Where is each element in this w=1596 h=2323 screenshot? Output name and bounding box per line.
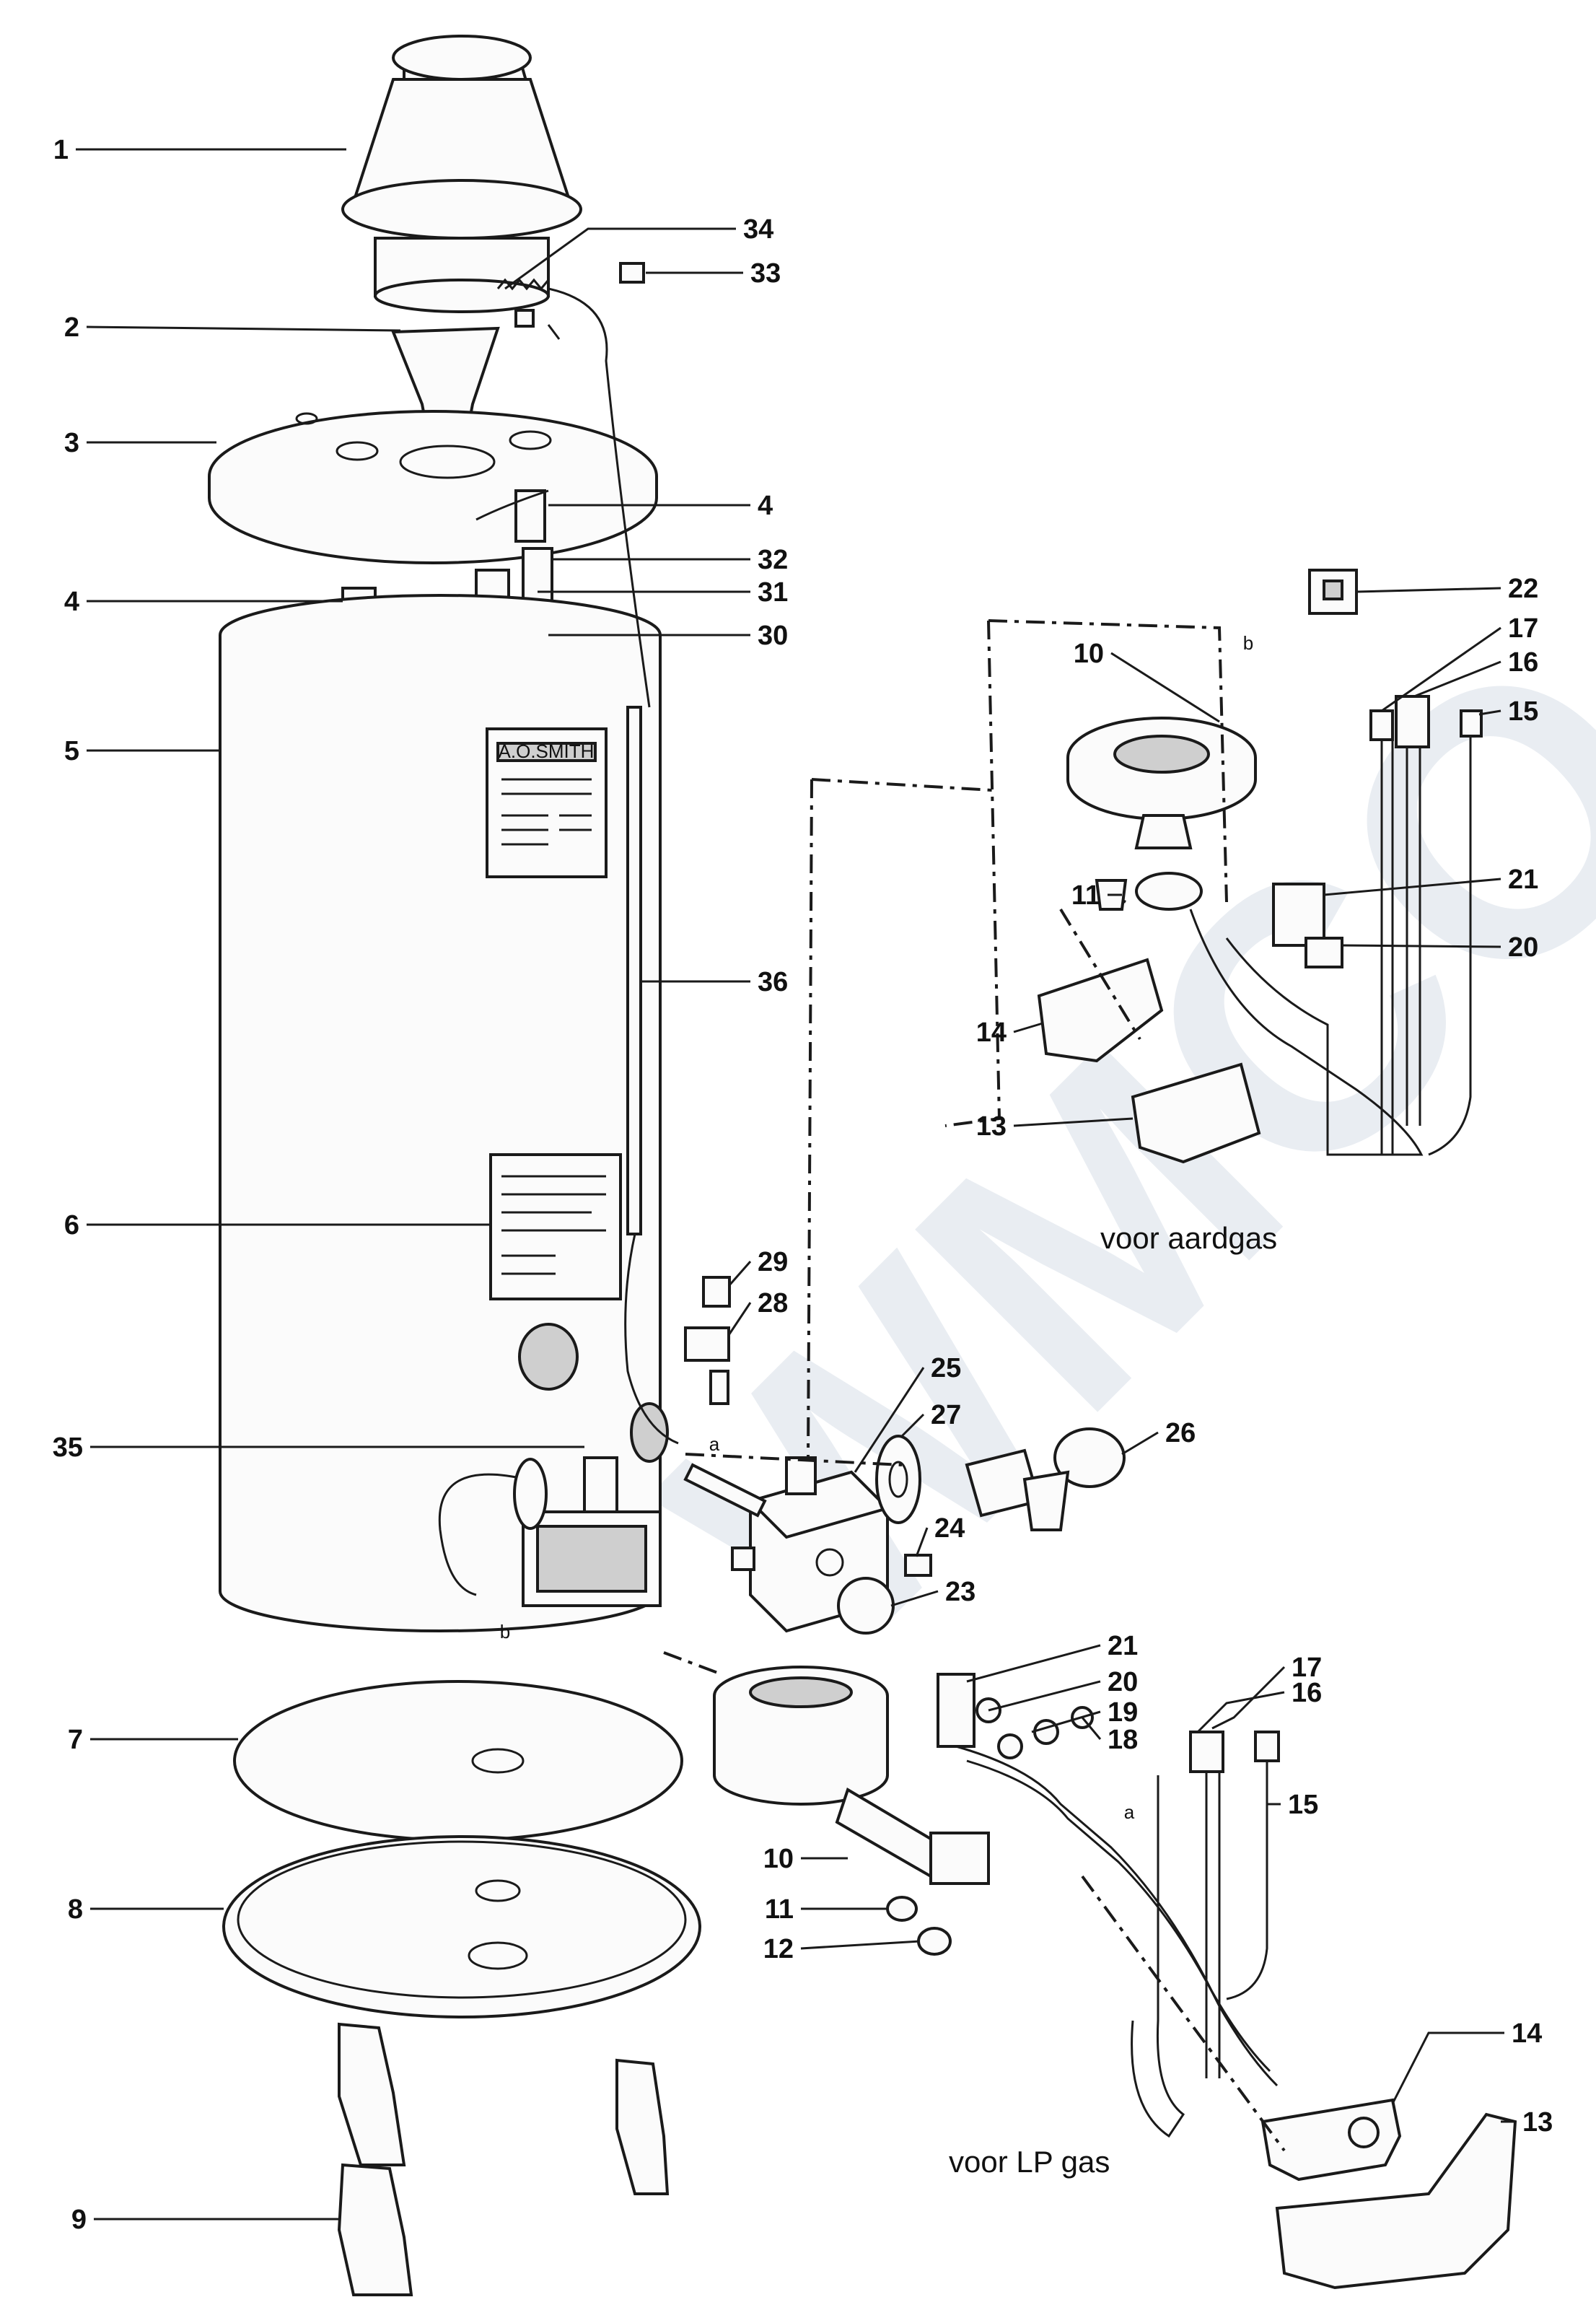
- callout-3: 3: [64, 428, 79, 458]
- connection-markers: a a b b: [500, 632, 1253, 1823]
- callout-15: 15: [1508, 696, 1538, 727]
- callout-4-lower: 4: [64, 587, 79, 617]
- part-bottom-shield: [233, 1680, 683, 1842]
- marker-a-valve: a: [709, 1433, 720, 1455]
- callout-6: 6: [64, 1210, 79, 1241]
- part-draft-hood: [341, 35, 582, 313]
- callout-16-lp: 16: [1292, 1678, 1322, 1708]
- callout-15-lp: 15: [1288, 1790, 1318, 1820]
- part-ng-clip: [1308, 569, 1358, 615]
- part-dip-tube: [626, 706, 642, 1235]
- callout-10: 10: [1074, 639, 1104, 669]
- callout-25: 25: [931, 1353, 961, 1383]
- part-gasket-ring: [875, 1435, 921, 1524]
- part-drain-valve: [965, 1427, 1126, 1531]
- assembly-lines: [663, 619, 1286, 2152]
- callout-29: 29: [758, 1247, 788, 1277]
- part-lp-bracket: [937, 1673, 975, 1748]
- part-pilot-fitting: [904, 1554, 932, 1577]
- part-spring-clip: [496, 262, 645, 340]
- part-ng-bracket: [1272, 883, 1325, 947]
- part-legs: [337, 2022, 670, 2296]
- callout-11-lp: 11: [765, 1894, 794, 1925]
- callout-10-lp: 10: [763, 1844, 794, 1874]
- callout-31: 31: [758, 577, 788, 608]
- callout-24: 24: [934, 1513, 965, 1544]
- part-ng-burner: [1066, 717, 1257, 911]
- callout-34: 34: [743, 214, 773, 245]
- callout-27: 27: [931, 1400, 961, 1430]
- part-instruction-label: [489, 1153, 622, 1300]
- marker-a-lp: a: [1124, 1801, 1135, 1823]
- callout-26: 26: [1165, 1418, 1196, 1448]
- callout-23: 23: [945, 1577, 975, 1607]
- leader-lines: [76, 148, 1515, 2221]
- part-tank-body: A.O.SMITH: [219, 594, 669, 1632]
- callout-17-lp: 17: [1292, 1653, 1322, 1683]
- callout-labels: 1 2 3 4 4 5 6 7 8 9 34 33 32 31 30 36 35…: [53, 135, 1553, 2235]
- callout-21: 21: [1508, 865, 1538, 895]
- callout-11: 11: [1071, 880, 1100, 911]
- callout-5: 5: [64, 736, 79, 766]
- callout-19: 19: [1108, 1697, 1138, 1728]
- part-lp-shields: [1260, 2098, 1517, 2290]
- callout-32: 32: [758, 545, 788, 575]
- rating-plate-brand: A.O.SMITH: [499, 740, 595, 762]
- part-gas-control-valve: [683, 1456, 895, 1635]
- callout-30: 30: [758, 621, 788, 651]
- callout-33: 33: [750, 258, 781, 289]
- callout-9: 9: [71, 2205, 87, 2235]
- part-bottom-pan: [222, 1835, 701, 2018]
- callout-8: 8: [68, 1894, 83, 1925]
- callout-22: 22: [1508, 574, 1538, 604]
- part-ng-piping: [1189, 695, 1483, 1156]
- callout-13: 13: [976, 1111, 1007, 1142]
- part-top-cover: [208, 410, 658, 564]
- part-ng-shields: [1037, 958, 1261, 1164]
- callout-4: 4: [758, 491, 773, 521]
- callout-14: 14: [976, 1018, 1007, 1048]
- callout-18: 18: [1108, 1725, 1138, 1755]
- part-manifold-bracket: [438, 1456, 618, 1596]
- callout-7: 7: [68, 1725, 83, 1755]
- callout-35: 35: [53, 1432, 83, 1463]
- callout-20: 20: [1508, 932, 1538, 963]
- callout-28: 28: [758, 1288, 788, 1318]
- caption-natural-gas: voor aardgas: [1100, 1221, 1277, 1255]
- callout-2: 2: [64, 312, 79, 343]
- callout-14-lp: 14: [1512, 2018, 1542, 2049]
- marker-b-tank: b: [500, 1621, 510, 1642]
- callout-17: 17: [1508, 613, 1538, 644]
- part-lp-burner: [713, 1666, 990, 1956]
- callout-20-lp: 20: [1108, 1667, 1138, 1697]
- callout-36: 36: [758, 967, 788, 997]
- callout-1: 1: [53, 135, 69, 165]
- callout-13-lp: 13: [1522, 2107, 1553, 2138]
- part-thermocouple-bracket: [684, 1276, 731, 1405]
- caption-lp-gas: voor LP gas: [949, 2145, 1110, 2179]
- marker-b-ng: b: [1243, 632, 1253, 654]
- callout-21-lp: 21: [1108, 1631, 1138, 1661]
- callout-12: 12: [763, 1934, 794, 1964]
- callout-16: 16: [1508, 647, 1538, 678]
